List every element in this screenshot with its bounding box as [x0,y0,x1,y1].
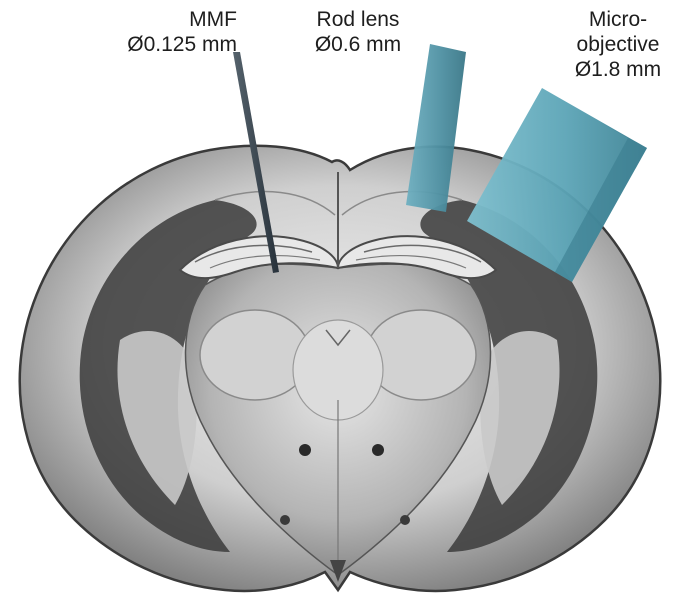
micro-objective-label: Micro- objective Ø1.8 mm [560,7,676,82]
micro-objective-name-line1: Micro- [560,7,676,32]
thalamic-nucleus-right [366,310,476,400]
ventricle-dot [280,515,290,525]
mmf-label: MMF Ø0.125 mm [127,7,237,57]
rod-lens-diameter: Ø0.6 mm [304,32,412,57]
mmf-diameter: Ø0.125 mm [127,32,237,57]
rod-lens-label: Rod lens Ø0.6 mm [304,7,412,57]
ventricle-dot [400,515,410,525]
mmf-name: MMF [127,7,237,32]
micro-objective-name-line2: objective [560,32,676,57]
rod-lens-name: Rod lens [304,7,412,32]
ventricle-dot [372,444,384,456]
ventricle-dot [299,444,311,456]
thalamic-nucleus-left [200,310,310,400]
micro-objective-diameter: Ø1.8 mm [560,57,676,82]
